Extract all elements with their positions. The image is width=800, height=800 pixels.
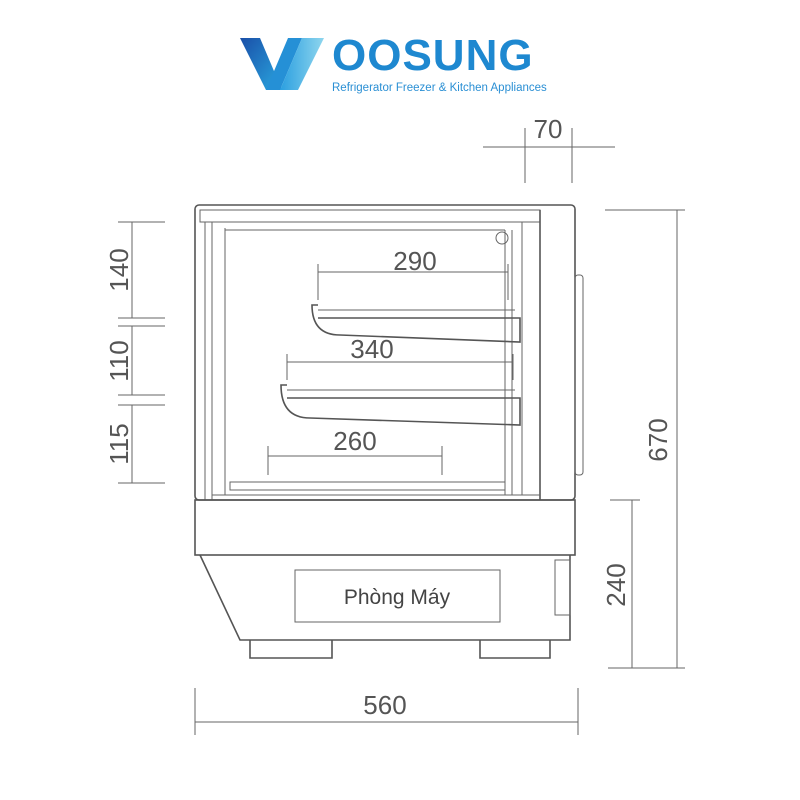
dim-top-depth: 70	[534, 114, 563, 144]
shelves	[229, 304, 521, 491]
dim-shelf-bottom-width: 260	[333, 426, 376, 456]
dim-total-height: 670	[643, 418, 673, 461]
dim-lines	[118, 128, 685, 735]
cabinet-outline	[194, 204, 584, 501]
dim-base-height: 240	[601, 563, 631, 606]
dim-gap-top: 140	[104, 248, 134, 291]
machine-room-label: Phòng Máy	[344, 586, 451, 609]
base-machine-room	[194, 499, 576, 659]
dim-shelf-middle-width: 340	[350, 334, 393, 364]
dim-shelf-top-width: 290	[393, 246, 436, 276]
dim-gap-bottom: 115	[104, 423, 134, 464]
brand-name: OOSUNG	[332, 31, 534, 80]
w-logo-mark-icon	[240, 38, 324, 90]
dim-gap-middle: 110	[104, 340, 134, 381]
woosung-logo: OOSUNG Refrigerator Freezer & Kitchen Ap…	[240, 34, 570, 98]
brand-tagline: Refrigerator Freezer & Kitchen Appliance…	[332, 82, 547, 94]
dim-total-width: 560	[363, 690, 406, 720]
